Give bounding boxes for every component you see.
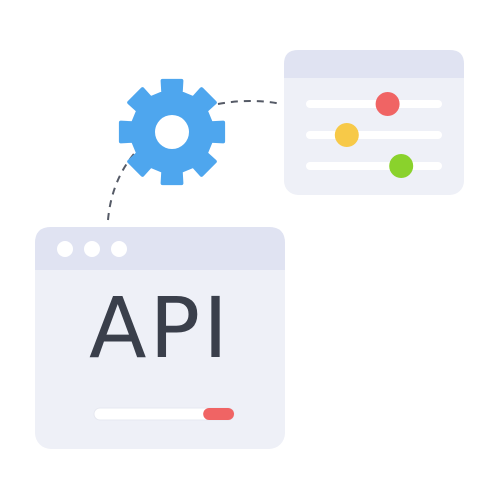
api-window (35, 227, 285, 449)
api-window-body (35, 227, 285, 449)
window-dot[interactable] (84, 241, 100, 257)
settings-slider-track[interactable] (306, 100, 442, 108)
api-progress-fill (203, 408, 234, 420)
api-window-header (35, 227, 285, 270)
settings-window (284, 50, 464, 195)
window-dot[interactable] (111, 241, 127, 257)
gear-hole (155, 115, 189, 149)
window-dot[interactable] (57, 241, 73, 257)
settings-slider-knob[interactable] (375, 92, 400, 116)
settings-slider-knob[interactable] (334, 123, 359, 147)
settings-slider-track[interactable] (306, 162, 442, 170)
gear-icon (118, 78, 226, 186)
api-label: API (89, 279, 231, 377)
window-controls-icon (57, 241, 127, 257)
settings-slider-list (306, 92, 442, 178)
settings-slider-knob[interactable] (389, 154, 414, 178)
connector-line-api-to-gear (107, 144, 143, 221)
settings-window-body (284, 50, 464, 195)
connector-line-gear-to-settings (217, 100, 283, 105)
api-progress-bar (93, 407, 235, 421)
settings-slider-track[interactable] (306, 131, 442, 139)
settings-window-header (284, 50, 464, 78)
